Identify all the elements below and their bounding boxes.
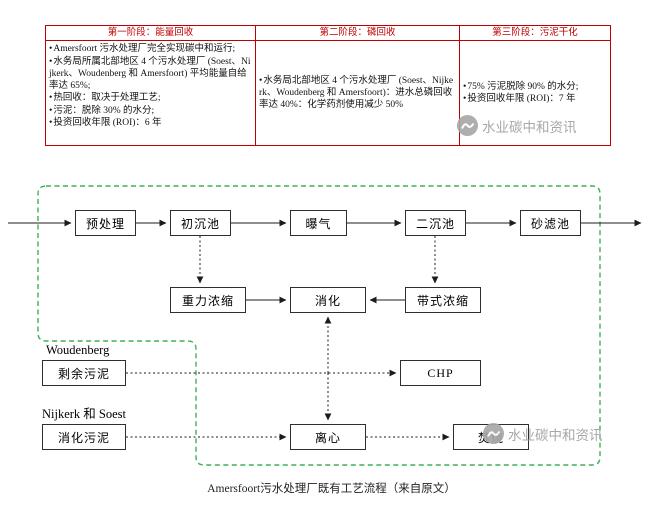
stage1-item-2: 水务局所属北部地区 4 个污水处理厂 (Soest、Nijkerk、Wouden… (49, 56, 252, 92)
box-digestion: 消化 (290, 287, 366, 313)
stage1-column: 第一阶段：能量回收 Amersfoort 污水处理厂完全实现碳中和运行; 水务局… (46, 26, 256, 145)
watermark-logo-icon (457, 115, 478, 136)
box-centrifuge: 离心 (290, 424, 366, 450)
stage3-body: 75% 污泥脱除 90% 的水分; 投资回收年限 (ROI)：7 年 (460, 41, 610, 145)
box-gravity-thickening: 重力浓缩 (170, 287, 246, 313)
stage1-body: Amersfoort 污水处理厂完全实现碳中和运行; 水务局所属北部地区 4 个… (46, 41, 255, 145)
label-woudenberg: Woudenberg (46, 343, 110, 357)
box-digested-sludge: 消化污泥 (42, 424, 126, 450)
stage1-item-5: 投资回收年限 (ROI)：6 年 (49, 117, 252, 129)
stage1-header: 第一阶段：能量回收 (46, 26, 255, 41)
plant-boundary-dashed (37, 185, 601, 466)
stage2-item-1: 水务局北部地区 4 个污水处理厂 (Soest、Nijkerk、Woudenbe… (259, 75, 456, 111)
stage2-header: 第二阶段：磷回收 (256, 26, 459, 41)
box-belt-thickening: 带式浓缩 (405, 287, 481, 313)
watermark-logo-icon (483, 423, 504, 444)
stage1-item-1: Amersfoort 污水处理厂完全实现碳中和运行; (49, 43, 252, 55)
watermark-text: 水业碳中和资讯 (482, 119, 577, 135)
stage3-item-2: 投资回收年限 (ROI)：7 年 (463, 93, 607, 105)
watermark-bottom: 水业碳中和资讯 (483, 423, 603, 444)
figure-caption: Amersfoort污水处理厂既有工艺流程（来自原文） (207, 483, 456, 495)
stages-table: 第一阶段：能量回收 Amersfoort 污水处理厂完全实现碳中和运行; 水务局… (45, 25, 611, 146)
stage1-item-4: 污泥：脱除 30% 的水分; (49, 105, 252, 117)
box-chp: CHP (400, 360, 481, 386)
box-sand-filter: 砂滤池 (520, 210, 581, 236)
stage2-body: 水务局北部地区 4 个污水处理厂 (Soest、Nijkerk、Woudenbe… (256, 41, 459, 145)
box-aeration: 曝气 (290, 210, 347, 236)
label-nijkerk-soest: Nijkerk 和 Soest (42, 407, 127, 421)
box-secondary-clarifier: 二沉池 (405, 210, 466, 236)
box-primary-clarifier: 初沉池 (170, 210, 231, 236)
watermark-top: 水业碳中和资讯 (457, 115, 577, 136)
stage2-column: 第二阶段：磷回收 水务局北部地区 4 个污水处理厂 (Soest、Nijkerk… (256, 26, 460, 145)
stage1-item-3: 热回收：取决于处理工艺; (49, 92, 252, 104)
box-pretreatment: 预处理 (75, 210, 136, 236)
watermark-text: 水业碳中和资讯 (508, 427, 603, 443)
stage3-item-1: 75% 污泥脱除 90% 的水分; (463, 81, 607, 93)
box-excess-sludge: 剩余污泥 (42, 360, 126, 386)
stage3-column: 第三阶段：污泥干化 75% 污泥脱除 90% 的水分; 投资回收年限 (ROI)… (460, 26, 610, 145)
stage3-header: 第三阶段：污泥干化 (460, 26, 610, 41)
